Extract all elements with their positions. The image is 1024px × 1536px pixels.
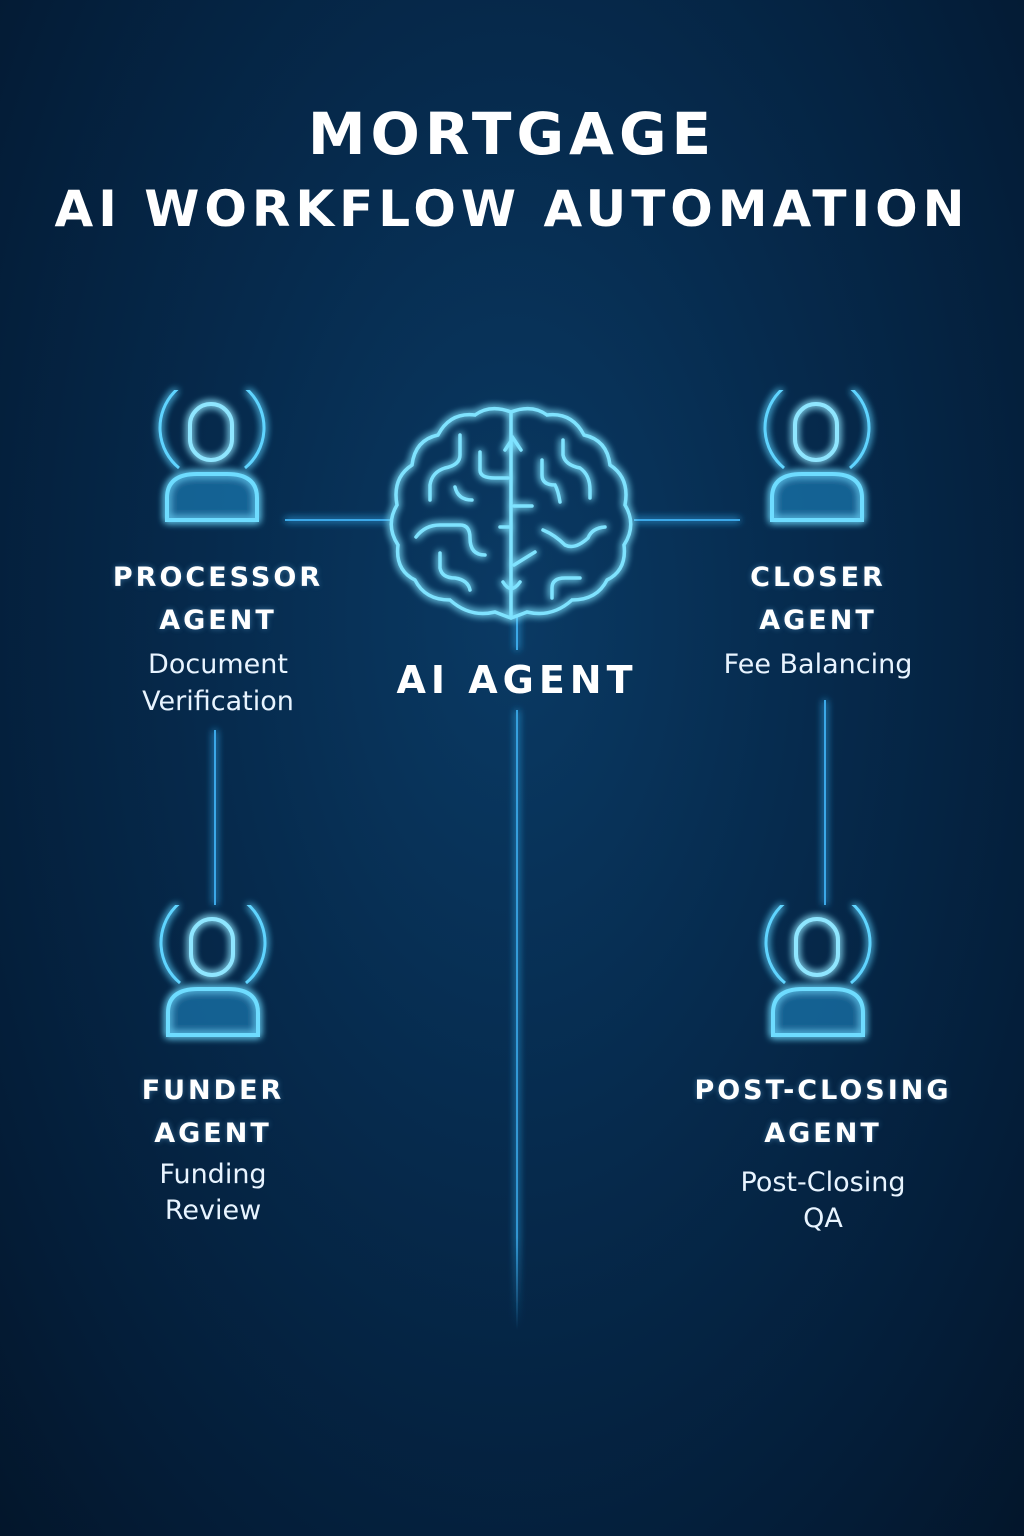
processor-agent-card: PROCESSOR AGENT Document Verification [68,556,368,720]
agent-name: AGENT [764,1118,882,1149]
agent-task: Post-Closing [740,1167,906,1198]
title-line-2: AI WORKFLOW AUTOMATION [54,180,970,238]
closer-person-icon [763,390,871,522]
agent-task: Verification [142,686,294,717]
agent-name: CLOSER [750,562,886,593]
agent-task: Review [164,1195,262,1226]
brain-icon [389,406,633,620]
post-closing-person-icon [764,905,872,1037]
agent-name: AGENT [159,605,277,636]
agent-name: AGENT [154,1118,272,1149]
closer-agent-card: CLOSER AGENT Fee Balancing [668,556,968,683]
agent-name: PROCESSOR [112,562,324,593]
agent-task: QA [803,1203,843,1234]
connector-lines [214,519,826,1331]
title-line-1: MORTGAGE [307,100,717,168]
agent-name: FUNDER [141,1075,285,1106]
funder-person-icon [159,905,267,1037]
agent-task: Fee Balancing [723,649,913,680]
ai-agent-label: AI AGENT [396,658,638,702]
processor-person-icon [158,390,266,522]
agent-name: POST-CLOSING [694,1075,952,1106]
funder-agent-card: FUNDER AGENT Funding Review [63,1069,363,1229]
post-closing-agent-card: POST-CLOSING AGENT Post-Closing QA [673,1069,973,1237]
agent-name: AGENT [759,605,877,636]
agent-task: Document [148,649,288,680]
agent-task: Funding [159,1159,267,1190]
